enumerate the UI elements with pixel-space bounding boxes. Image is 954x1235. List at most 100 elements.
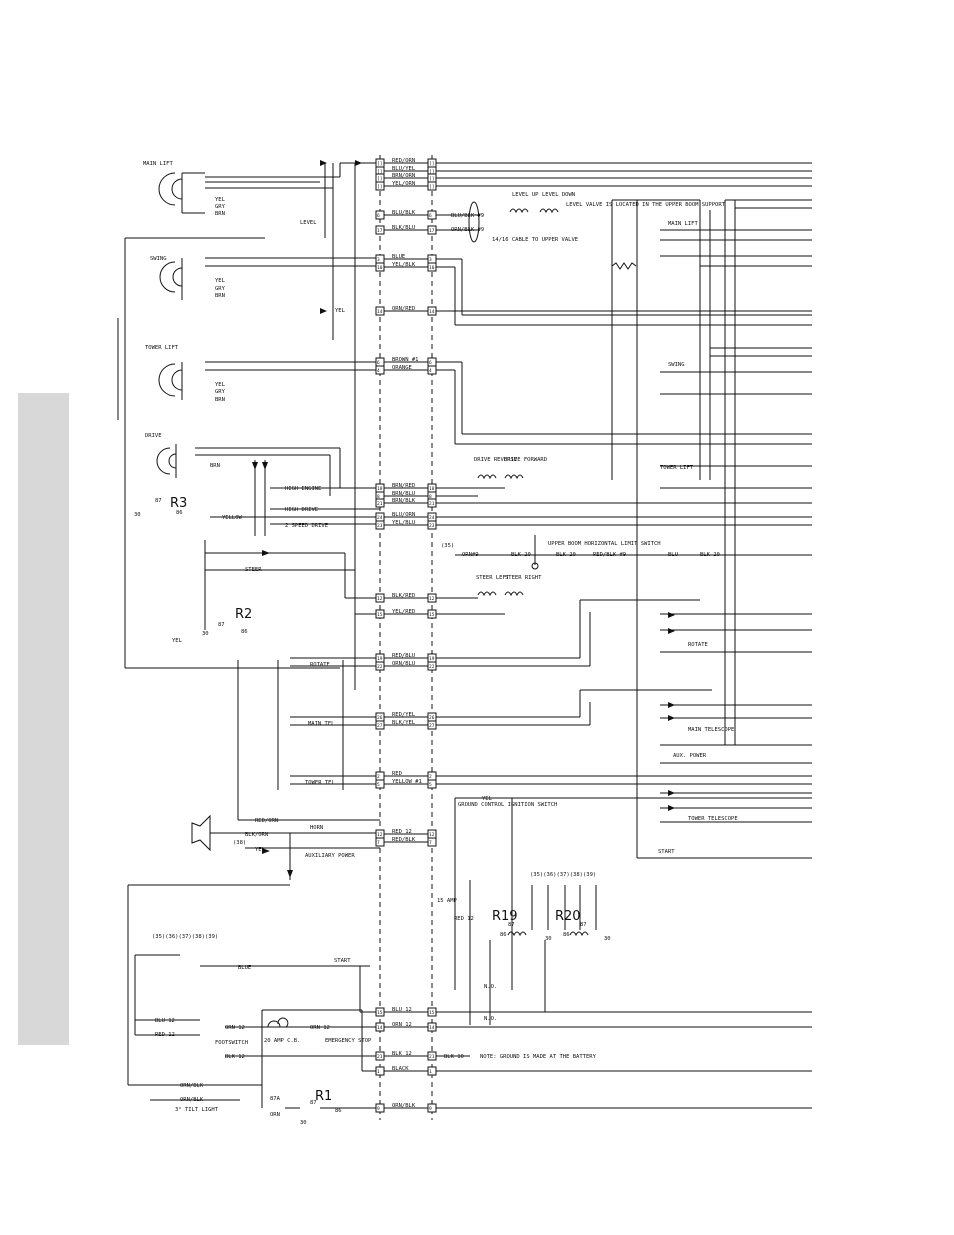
label-tower-tel: TOWER TEL — [305, 780, 335, 786]
label-right-aux: AUX. POWER — [673, 753, 707, 759]
connector-number: 17 — [429, 228, 435, 234]
connector-number: 12 — [429, 596, 435, 602]
connector-number: 3 — [429, 257, 432, 263]
connector-number: 27 — [429, 723, 435, 729]
label-r3: R3 — [170, 496, 187, 511]
label-30-r1: 30 — [300, 1120, 307, 1126]
connector-number: 9 — [377, 1106, 380, 1112]
connector-wire-label: BLUE — [392, 254, 405, 260]
connector-wire-label: BLK/RED — [392, 593, 415, 599]
label-orn: ORN — [270, 1112, 280, 1118]
label-20-amp: 20 AMP C.B. — [264, 1038, 300, 1044]
label-87-r19: 87 — [508, 922, 515, 928]
connector-number: 21 — [377, 501, 383, 507]
label-level-up: LEVEL UP — [512, 192, 539, 198]
label-drive: DRIVE — [145, 433, 162, 439]
connector-wire-label: RED/YEL — [392, 712, 416, 718]
label-right-rotate: ROTATE — [688, 642, 708, 648]
label-orn12-1: ORN 12 — [225, 1025, 245, 1031]
label-86-r2: 86 — [241, 629, 248, 635]
connector-number: 9 — [429, 1106, 432, 1112]
label-r20: R20 — [555, 909, 581, 924]
label-blk20-2: BLK 20 — [556, 552, 576, 558]
label-steer: STEER — [245, 567, 262, 573]
connector-number: 15 — [429, 1010, 435, 1016]
connector-number: 1 — [429, 1069, 432, 1075]
connector-wire-label: ORN/BLU — [392, 661, 415, 667]
label-high-drive: HIGH DRIVE — [285, 507, 318, 513]
connector-number: 14 — [377, 1025, 383, 1031]
connector-number: 14 — [429, 1025, 435, 1031]
connector-number: 27 — [377, 723, 383, 729]
connector-number: 12 — [429, 832, 435, 838]
connector-wire-label: RED/BLK — [392, 837, 416, 843]
label-valve-note: LEVEL VALVE IS LOCATED IN THE UPPER BOOM… — [566, 202, 726, 208]
label-orn-blk-1: ORN/BLK — [180, 1083, 204, 1089]
label-orn12-2: ORN 12 — [310, 1025, 330, 1031]
label-blue: BLUE — [238, 965, 251, 971]
connector-number: [] — [429, 176, 434, 182]
connector-wire-label: ORN 12 — [392, 1022, 412, 1028]
connector-wire-label: YEL/BLU — [392, 520, 415, 526]
connector-number: 22 — [377, 664, 383, 670]
connector-number: 19 — [377, 656, 383, 662]
label-orn9: ORN#9 — [462, 552, 479, 558]
connector-wire-label: RED/ORN — [392, 158, 415, 164]
connector-number: [] — [429, 169, 434, 175]
connector-number: 10 — [377, 265, 383, 271]
gray-margin-tab — [18, 393, 69, 1045]
label-limit-switch: UPPER BOOM HORIZONTAL LIMIT SWITCH — [548, 541, 661, 547]
label-main-tel: MAIN TEL — [308, 721, 335, 727]
label-30-r19: 30 — [545, 936, 552, 942]
connector-wire-label: BRN/BLK — [392, 498, 416, 504]
connector-number: 18 — [377, 486, 383, 492]
label-86-r19: 86 — [500, 932, 507, 938]
label-emergency-stop: EMERGENCY STOP — [325, 1038, 372, 1044]
label-footswitch: FOOTSWITCH — [215, 1040, 248, 1046]
connector-number: 6 — [429, 213, 432, 219]
label-orn-blk-2: ORN/BLK — [180, 1097, 204, 1103]
label-yellow: YELLOW — [222, 515, 243, 521]
label-30-r2: 30 — [202, 631, 209, 637]
label-right-swing: SWING — [668, 362, 685, 368]
connector-number: 15 — [429, 612, 435, 618]
label-horn: HORN — [310, 825, 323, 831]
label-yel-3: YEL — [215, 382, 226, 388]
wiring-lines — [117, 155, 812, 1120]
connector-number: 23 — [429, 523, 435, 529]
label-blk-orn: BLK/ORN — [245, 832, 268, 838]
label-87-r3: 87 — [155, 498, 162, 504]
label-drive-forward: DRIVE FORWARD — [504, 457, 547, 463]
connector-number: 7 — [377, 840, 380, 846]
connector-number: 8 — [377, 494, 380, 500]
connector-number: 12 — [377, 832, 383, 838]
label-right-main-lift: MAIN LIFT — [668, 221, 698, 227]
connector-number: 15 — [377, 612, 383, 618]
label-86-r1: 86 — [335, 1108, 342, 1114]
connector-wire-label: RED/BLU — [392, 653, 415, 659]
label-87a: 87A — [270, 1096, 281, 1102]
connector-number: 12 — [377, 596, 383, 602]
connector-number: 26 — [429, 715, 435, 721]
label-r2: R2 — [235, 607, 252, 622]
label-blk10: BLK 10 — [444, 1054, 464, 1060]
label-gry-2: GRY — [215, 286, 226, 292]
connector-number: 21 — [377, 1054, 383, 1060]
label-87-r2: 87 — [218, 622, 225, 628]
connector-number: 6 — [377, 360, 380, 366]
label-rotate: ROTATE — [310, 662, 330, 668]
connector-number: 2 — [429, 774, 432, 780]
connector-number: 6 — [429, 360, 432, 366]
connector-number: [] — [377, 161, 382, 167]
label-yel-7: YEL — [172, 638, 183, 644]
label-blu-blk9: BLU/BLK #9 — [451, 213, 484, 219]
label-ground-switch: GROUND CONTROL IGNITION SWITCH — [458, 802, 557, 808]
label-drive-reverse: DRIVE REVERSE — [474, 457, 517, 463]
label-yel-6: YEL — [482, 796, 493, 802]
connector-wire-label: YEL/RED — [392, 609, 415, 615]
label-brn-3: BRN — [215, 397, 225, 403]
connector-number: [] — [377, 169, 382, 175]
label-steer-left: STEER LEFT — [476, 575, 510, 581]
connector-number: 18 — [429, 486, 435, 492]
connector-number: 15 — [377, 1010, 383, 1016]
